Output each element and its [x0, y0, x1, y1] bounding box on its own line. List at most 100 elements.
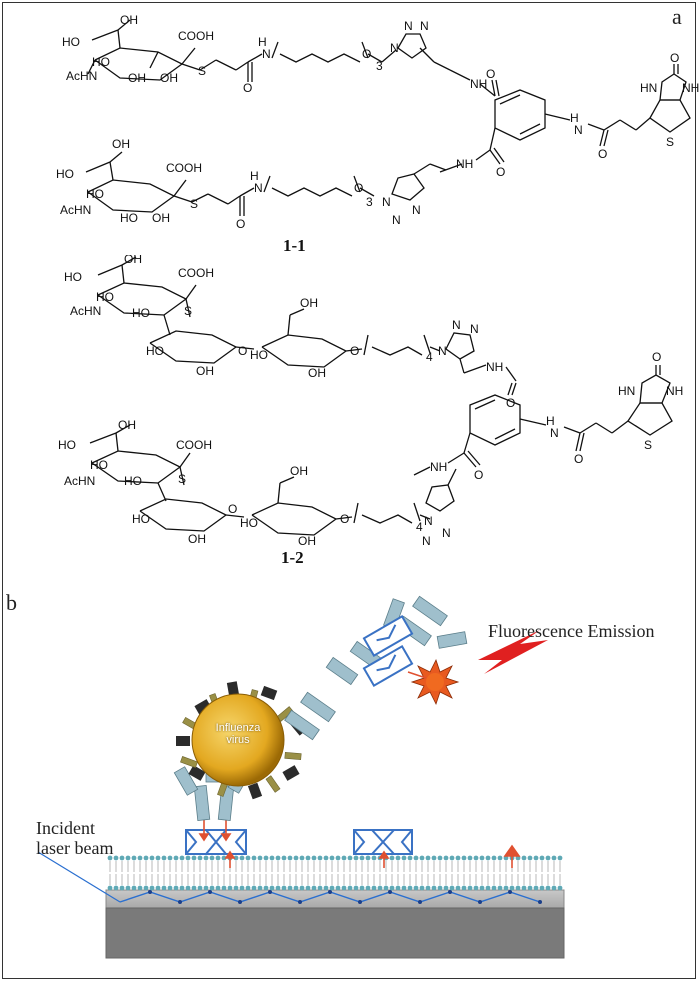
chem-oh: OH [112, 137, 130, 151]
chem-cooh: COOH [176, 438, 212, 452]
panel-b-letter: b [6, 590, 17, 615]
chem-h: H [250, 169, 259, 183]
chem-n: N [422, 534, 431, 548]
chem-n: N [574, 123, 583, 137]
virus-body [191, 693, 285, 787]
chem-o: O [340, 512, 349, 526]
chem-ho: HO [58, 438, 76, 452]
chem-n: N [442, 526, 451, 540]
fluorescence-emission-label: Fluorescence Emission [488, 621, 655, 641]
chem-ho: HO [250, 348, 268, 362]
chem-o: O [236, 217, 245, 231]
virus-label: Influenza virus [215, 722, 261, 746]
chem-h: H [258, 35, 267, 49]
chem-o: O [496, 165, 505, 179]
chem-n: N [412, 203, 421, 217]
chem-achn: AcHN [64, 474, 95, 488]
chem-oh: OH [160, 71, 178, 85]
chem-h: H [546, 414, 555, 428]
chem-n: N [262, 47, 271, 61]
chem-ho: HO [92, 55, 110, 69]
chem-ho: HO [64, 270, 82, 284]
chem-n: N [254, 181, 263, 195]
chem-oh: OH [196, 364, 214, 378]
compound-label-1-1: 1-1 [283, 236, 306, 255]
chem-ho: HO [146, 344, 164, 358]
chem-o: O [362, 47, 371, 61]
chem-h: H [570, 111, 579, 125]
chem-s: S [198, 64, 206, 78]
chem-o: O [474, 468, 483, 482]
chem-oh: OH [298, 534, 316, 548]
chem-oh: OH [152, 211, 170, 225]
chem-o: O [354, 181, 363, 195]
compound-label-1-2: 1-2 [281, 548, 304, 567]
chem-o: O [486, 67, 495, 81]
chem-o: O [350, 344, 359, 358]
chem-oh: OH [128, 71, 146, 85]
laser-points [148, 890, 542, 904]
chem-oh: OH [118, 418, 136, 432]
chem-ho: HO [132, 512, 150, 526]
surface-crosslinker-left [185, 829, 247, 855]
surface-crosslinker-middle [353, 829, 413, 855]
chem-oh: OH [124, 255, 142, 266]
chem-o: O [574, 452, 583, 466]
chem-n: N [420, 19, 429, 33]
chem-o: O [506, 396, 515, 410]
lipid-bilayer [107, 855, 563, 891]
chem-nh: NH [470, 77, 487, 91]
chem-ho: HO [86, 187, 104, 201]
chem-s: S [184, 304, 192, 318]
chem-ho: HO [96, 290, 114, 304]
chem-ho: HO [124, 474, 142, 488]
chem-ho: HO [90, 458, 108, 472]
chem-s: S [644, 438, 652, 452]
emission-bolt [478, 630, 548, 674]
chem-ho: HO [240, 516, 258, 530]
chem-ho: HO [120, 211, 138, 225]
chem-achn: AcHN [60, 203, 91, 217]
chem-achn: AcHN [70, 304, 101, 318]
chem-n: N [452, 318, 461, 332]
chem-oh: OH [308, 366, 326, 380]
chem-ho: HO [62, 35, 80, 49]
chem-o: O [228, 502, 237, 516]
chem-hn: HN [618, 384, 635, 398]
chem-cooh: COOH [178, 29, 214, 43]
chem-nh: NH [430, 460, 447, 474]
compound-1-2-structure: COOH HO OH HO AcHN HO S HO OH O HO OH OH… [58, 255, 683, 548]
compound-1-1-structure: HO OH OH OH AcHN HO COOH S O H N O 3 N N… [56, 13, 699, 231]
chem-o: O [238, 344, 247, 358]
chem-oh: OH [120, 13, 138, 27]
chem-cooh: COOH [166, 161, 202, 175]
chem-nh: NH [666, 384, 683, 398]
chem-n: N [390, 41, 399, 55]
chem-achn: AcHN [66, 69, 97, 83]
biosensor-schematic [37, 595, 565, 959]
incident-laser-label: Incident laser beam [36, 818, 114, 858]
substrate-top-layer [105, 889, 565, 909]
chem-oh: OH [300, 296, 318, 310]
chem-nh: NH [682, 81, 699, 95]
chem-four: 4 [426, 350, 433, 364]
chem-four: 4 [416, 520, 423, 534]
chem-n: N [550, 426, 559, 440]
chem-o: O [652, 350, 661, 364]
chem-n: N [382, 195, 391, 209]
chem-o: O [243, 81, 252, 95]
incident-beam [37, 851, 121, 903]
chem-o: O [670, 51, 679, 65]
chem-n: N [470, 322, 479, 336]
chem-nh: NH [456, 157, 473, 171]
chem-n: N [392, 213, 401, 227]
chem-n: N [404, 19, 413, 33]
chem-ho: HO [132, 306, 150, 320]
chem-cooh: COOH [178, 266, 214, 280]
substrate-base [105, 907, 565, 959]
chem-s: S [190, 197, 198, 211]
chem-oh: OH [290, 464, 308, 478]
chem-three: 3 [366, 195, 373, 209]
chem-hn: HN [640, 81, 657, 95]
panel-a-letter: a [672, 4, 682, 29]
